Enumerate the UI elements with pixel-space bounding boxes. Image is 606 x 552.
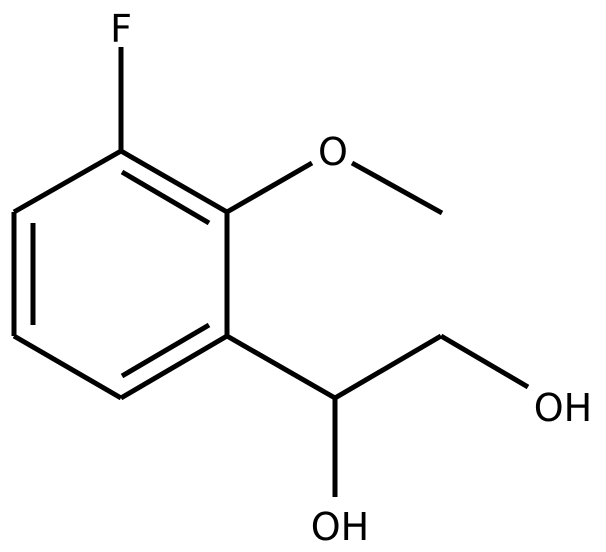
benzene-ring xyxy=(11,148,230,401)
primary-hydroxyl-label: OH xyxy=(534,386,592,430)
ring-bond-c1-c2 xyxy=(119,148,229,215)
bond-ring-chiral-carbon xyxy=(225,333,337,401)
secondary-hydroxyl-label: OH xyxy=(311,505,369,549)
methoxy-oxygen-label: O xyxy=(318,130,348,174)
fluorine-label: F xyxy=(110,7,132,51)
bond-o-methyl xyxy=(350,160,444,216)
ring-bond-c3-c4 xyxy=(119,333,229,401)
bond-c-o-methoxy xyxy=(225,160,314,215)
ring-bond-c6-c1 xyxy=(12,148,123,215)
ring-bond-c3-c4-inner xyxy=(120,322,211,379)
bond-chiral-carbon-ch2 xyxy=(333,333,443,401)
bond-ch2-oh xyxy=(439,333,530,390)
ring-bond-c1-c2-inner xyxy=(120,169,211,226)
ring-bond-c4-c5 xyxy=(12,333,123,401)
